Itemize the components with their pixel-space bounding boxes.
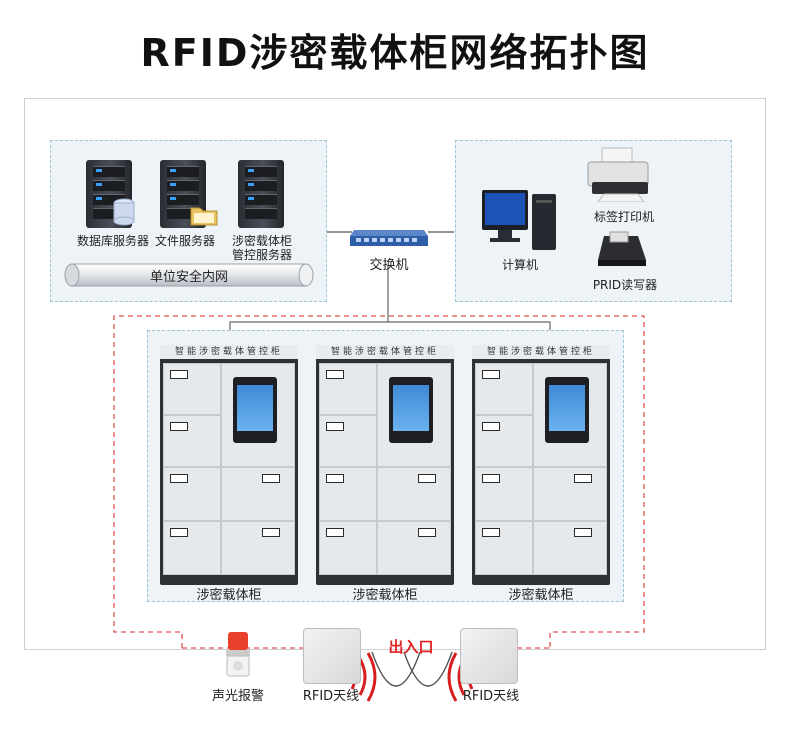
- cabinet-2-header: 智能涉密载体管控柜: [316, 345, 454, 359]
- cabinet-2-label: 涉密载体柜: [352, 588, 418, 603]
- printer-label: 标签打印机: [593, 210, 654, 224]
- intranet-label: 单位安全内网: [149, 270, 228, 285]
- server-label-file: 文件服务器: [154, 234, 215, 248]
- cabinet-server-icon: [238, 160, 284, 228]
- network-switch-icon: [350, 230, 428, 246]
- rfid-reader-icon: [598, 231, 646, 266]
- server-label-database: 数据库服务器: [76, 234, 149, 248]
- reader-label: PRID读写器: [592, 278, 658, 292]
- intranet-pipe: [64, 263, 314, 287]
- cabinet-2-screen: [389, 377, 433, 443]
- cabinet-1-header: 智能涉密载体管控柜: [160, 345, 298, 359]
- cabinet-1-label: 涉密载体柜: [196, 588, 262, 603]
- cabinet-3-screen: [545, 377, 589, 443]
- cabinet-2: 智能涉密载体管控柜: [316, 345, 454, 585]
- folder-icon: [190, 207, 218, 226]
- alarm-loop-line: [113, 315, 645, 648]
- database-server-icon: [86, 160, 132, 228]
- alarm-label: 声光报警: [211, 689, 264, 704]
- computer-icon: [482, 190, 556, 250]
- alarm-light-icon: [226, 632, 250, 677]
- entrance-arc-left: [371, 651, 421, 687]
- rfid-antenna-right-icon: [460, 628, 518, 684]
- antenna-left-label: RFID天线: [302, 689, 360, 704]
- cabinet-1-screen: [233, 377, 277, 443]
- line-cabinet-bus: [229, 321, 551, 333]
- cabinet-1: 智能涉密载体管控柜: [160, 345, 298, 585]
- page-title: RFID涉密载体柜网络拓扑图: [140, 31, 650, 75]
- cabinet-3-label: 涉密载体柜: [508, 588, 574, 603]
- entrance-arc-right: [403, 651, 453, 687]
- server-label-cabinet: 涉密载体柜 管控服务器: [231, 234, 292, 262]
- switch-label: 交换机: [369, 258, 409, 273]
- computer-label: 计算机: [501, 258, 538, 272]
- cabinet-3-header: 智能涉密载体管控柜: [472, 345, 610, 359]
- antenna-right-label: RFID天线: [462, 689, 520, 704]
- entrance-label: 出入口: [388, 638, 434, 656]
- rfid-antenna-left-icon: [303, 628, 361, 684]
- cabinet-3: 智能涉密载体管控柜: [472, 345, 610, 585]
- label-printer-icon: [587, 147, 649, 202]
- database-cylinder-icon: [113, 198, 135, 226]
